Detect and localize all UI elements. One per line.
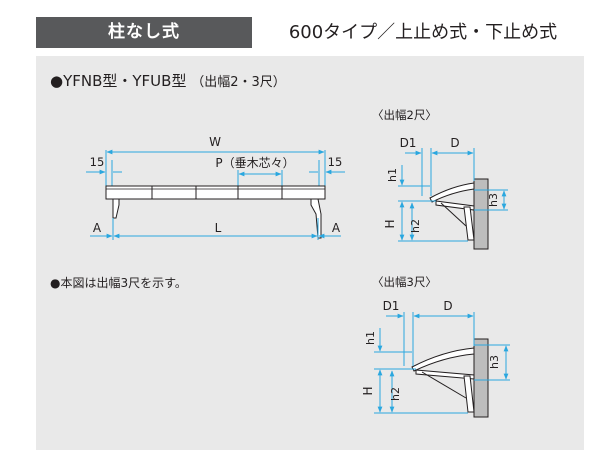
side2-wall	[473, 178, 489, 250]
side3-h1-label: h1	[364, 331, 377, 345]
side3-h2-label: h2	[389, 387, 402, 401]
side3-d-label: D	[443, 299, 452, 313]
side3-h3-label: h3	[488, 355, 501, 369]
side3-roof	[411, 347, 475, 372]
side3-h-label: H	[361, 386, 375, 395]
side3-post	[463, 375, 475, 413]
front-w-label: W	[209, 135, 221, 149]
side2-post	[463, 206, 475, 241]
side2-d1-label: D1	[400, 136, 417, 150]
front-roof	[105, 185, 326, 200]
front-a-right-label: A	[332, 221, 341, 235]
side2-h-label: H	[383, 219, 397, 228]
front-bracket-left	[112, 198, 120, 219]
front-bracket-right	[310, 198, 322, 239]
side-view-3: D1 D h1 H h2 h3	[361, 299, 510, 418]
side3-wall	[473, 338, 489, 418]
side3-d1-label: D1	[383, 299, 400, 313]
front-a-left-label: A	[93, 221, 102, 235]
side2-h3-label: h3	[487, 193, 500, 207]
model-sub: （出幅2・3尺）	[191, 75, 286, 90]
side3-arm	[415, 369, 475, 380]
front-edge-right-label: 15	[328, 155, 343, 169]
side2-caption: 〈出幅2尺〉	[372, 108, 437, 122]
front-edge-left-label: 15	[90, 155, 105, 169]
note-text: ●本図は出幅3尺を示す。	[50, 276, 187, 290]
side2-h1-label: h1	[386, 168, 399, 182]
side2-roof	[429, 182, 475, 203]
model-name: YFNB型・YFUB型	[63, 72, 187, 90]
side2-d-label: D	[450, 136, 459, 150]
side-view-2: D1 D h1 H h2 h3	[383, 136, 508, 250]
side3-caption: 〈出幅3尺〉	[372, 275, 437, 289]
diagram-panel	[36, 56, 584, 450]
front-p-label: P（垂木芯々）	[215, 156, 294, 170]
model-bullet: ●	[50, 72, 64, 90]
model-heading: ●YFNB型・YFUB型 （出幅2・3尺）	[50, 70, 286, 91]
front-view: W 15 15 P（垂木芯々） A L A	[86, 135, 345, 240]
header-tag: 柱なし式	[36, 17, 252, 48]
front-l-label: L	[215, 221, 222, 235]
header-title: 600タイプ／上止め式・下止め式	[288, 22, 558, 43]
side2-h2-label: h2	[409, 219, 422, 233]
